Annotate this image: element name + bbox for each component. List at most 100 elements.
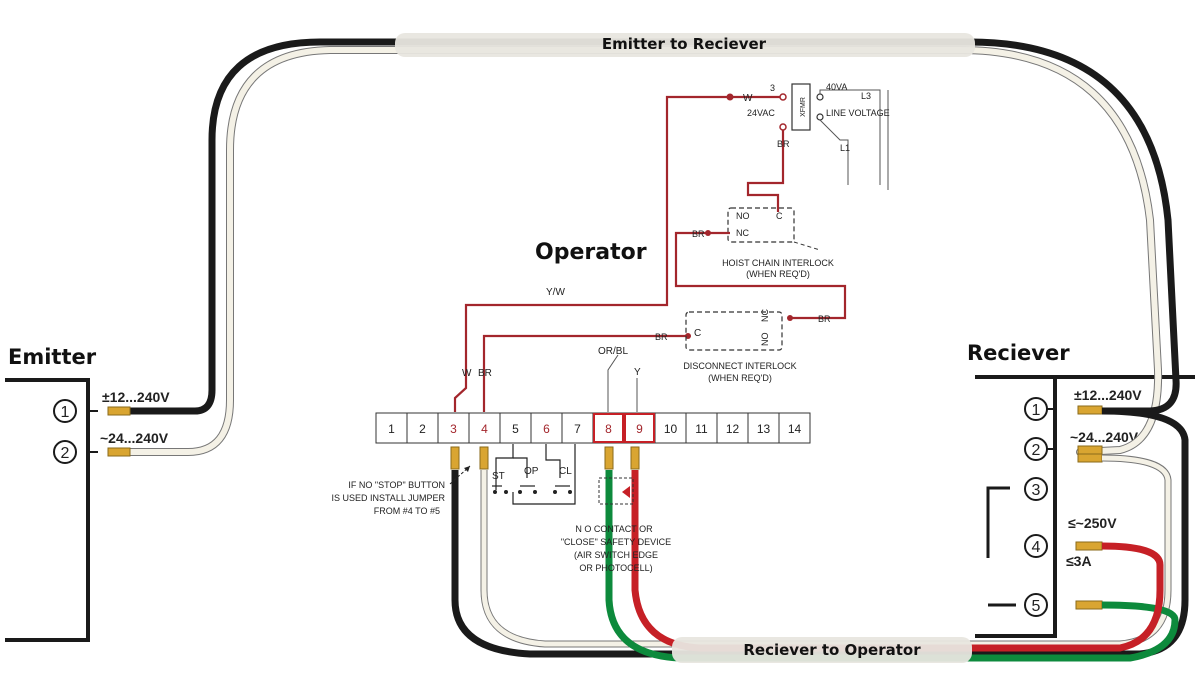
emitter-voltage-1: ±12...240V <box>102 389 170 405</box>
bottom-cable: Reciever to Operator <box>451 407 1189 663</box>
hoist-br: BR <box>692 229 705 239</box>
disconnect-c: C <box>694 328 701 339</box>
wire-label-yw: Y/W <box>546 287 565 298</box>
terminal-14-cell <box>778 412 811 444</box>
switch-st: ST <box>492 471 505 482</box>
hoist-no: NO <box>736 211 750 221</box>
xfmr-3: 3 <box>770 83 775 93</box>
emitter-terminal-1-label: 1 <box>61 404 70 421</box>
emitter-terminal-2 <box>53 440 77 464</box>
transformer: XFMR W 3 24VAC 40VA L3 LINE VOLTAGE L1 B… <box>730 82 890 190</box>
terminal-2-cell <box>406 412 439 444</box>
push-buttons <box>492 444 576 505</box>
terminal-7-cell <box>561 412 594 444</box>
disconnect-interlock: C NC NO BR BR DISCONNECT INTERLOCK (WHEN… <box>655 309 831 383</box>
terminal-7-label: 7 <box>574 422 581 436</box>
terminal-3-cell <box>437 412 470 444</box>
terminal-10-cell <box>654 412 687 444</box>
hoist-caption-1: HOIST CHAIN INTERLOCK <box>722 258 834 268</box>
bottom-cable-label: Reciever to Operator <box>743 641 921 659</box>
emitter-terminal-2-label: 2 <box>61 445 70 462</box>
reciever-title: Reciever <box>967 341 1070 365</box>
xfmr-body <box>791 83 811 131</box>
reciever-relay-current: ≤3A <box>1066 553 1092 569</box>
terminal-9-label: 9 <box>636 422 643 436</box>
jumper-note-line-2: IS USED INSTALL JUMPER <box>331 493 445 503</box>
reciever-relay-voltage: ≤~250V <box>1068 515 1117 531</box>
reciever-terminals: 1 2 3 4 5 <box>1024 397 1048 617</box>
reciever-terminal-2-label: 2 <box>1032 442 1041 459</box>
terminal-6-label: 6 <box>543 422 550 436</box>
terminal-4-cell <box>468 412 501 444</box>
hoist-chain-interlock: NO C NC BR HOIST CHAIN INTERLOCK (WHEN R… <box>692 207 834 279</box>
terminal-13-label: 13 <box>757 422 771 436</box>
reciever-box: Reciever 1 2 3 4 5 ±12...240V ~24...240V… <box>967 341 1195 638</box>
safety-device: N O CONTACT OR "CLOSE" SAFETY DEVICE (AI… <box>561 477 671 573</box>
reciever-terminal-1-label: 1 <box>1032 402 1041 419</box>
hoist-nc: NC <box>736 228 749 238</box>
reciever-terminal-3 <box>1024 477 1048 501</box>
xfmr-label: XFMR <box>800 97 807 117</box>
terminal-12-cell <box>716 412 749 444</box>
disconnect-no: NO <box>760 333 770 347</box>
switch-op: OP <box>524 466 539 477</box>
disconnect-caption-2: (WHEN REQ'D) <box>708 373 772 383</box>
xfmr-l1: L1 <box>840 143 850 153</box>
terminal-3-label: 3 <box>450 422 457 436</box>
hoist-c: C <box>776 211 783 221</box>
bottom-cable-sheath <box>672 637 972 663</box>
safety-note-line-3: (AIR SWITCH EDGE <box>574 550 658 560</box>
emitter-voltage-2: ~24...240V <box>100 430 169 446</box>
jumper-note-line-1: IF NO "STOP" BUTTON <box>348 480 445 490</box>
switch-cl: CL <box>559 466 572 477</box>
terminal-13-cell <box>747 412 780 444</box>
terminal-5-cell <box>499 412 532 444</box>
xfmr-24vac: 24VAC <box>747 108 775 118</box>
safety-note-line-4: OR PHOTOCELL) <box>579 563 652 573</box>
schematic-wires <box>453 95 847 412</box>
terminal-8-label: 8 <box>605 422 612 436</box>
reciever-terminal-5-label: 5 <box>1032 598 1041 615</box>
emitter-terminal-1 <box>53 399 77 423</box>
safety-note-line-1: N O CONTACT OR <box>575 524 653 534</box>
xfmr-line-voltage: LINE VOLTAGE <box>826 108 890 118</box>
reciever-terminal-4-label: 4 <box>1032 539 1041 556</box>
wire-label-w: W <box>462 368 472 379</box>
operator-title: Operator <box>535 240 647 265</box>
terminal-11-cell <box>685 412 718 444</box>
wire-label-y: Y <box>634 367 641 378</box>
top-cable-sheath <box>395 33 975 57</box>
reciever-voltage-1: ±12...240V <box>1074 387 1142 403</box>
disconnect-br-left: BR <box>655 332 668 342</box>
disconnect-caption-1: DISCONNECT INTERLOCK <box>683 361 796 371</box>
wire-label-br: BR <box>478 368 492 379</box>
xfmr-40va: 40VA <box>826 82 847 92</box>
terminal-6-cell <box>530 412 563 444</box>
terminal-5-label: 5 <box>512 422 519 436</box>
terminal-4-label: 4 <box>481 422 488 436</box>
hoist-caption-2: (WHEN REQ'D) <box>746 269 810 279</box>
reciever-voltage-2: ~24...240V <box>1070 429 1139 445</box>
reciever-terminal-5 <box>1024 593 1048 617</box>
xfmr-br: BR <box>777 139 790 149</box>
disconnect-br-right: BR <box>818 314 831 324</box>
wire-label-orbl: OR/BL <box>598 346 628 357</box>
reciever-terminal-3-label: 3 <box>1032 482 1041 499</box>
xfmr-w: W <box>743 93 753 104</box>
terminal-1-label: 1 <box>388 422 395 436</box>
terminal-8-highlight <box>593 413 624 443</box>
disconnect-nc: NC <box>760 309 770 322</box>
switch-contacts <box>493 490 572 494</box>
terminal-2-label: 2 <box>419 422 426 436</box>
safety-note-line-2: "CLOSE" SAFETY DEVICE <box>561 537 671 547</box>
xfmr-l3: L3 <box>861 91 871 101</box>
jumper-note: IF NO "STOP" BUTTON IS USED INSTALL JUMP… <box>331 465 471 516</box>
terminal-10-label: 10 <box>664 422 678 436</box>
jumper-note-line-3: FROM #4 TO #5 <box>374 506 440 516</box>
top-cable: Emitter to Reciever <box>108 33 1180 456</box>
top-cable-label: Emitter to Reciever <box>602 35 767 53</box>
emitter-box: Emitter 1 2 ±12...240V ~24...240V <box>5 345 170 642</box>
reciever-terminal-4 <box>1024 534 1048 558</box>
terminal-11-label: 11 <box>695 422 708 436</box>
